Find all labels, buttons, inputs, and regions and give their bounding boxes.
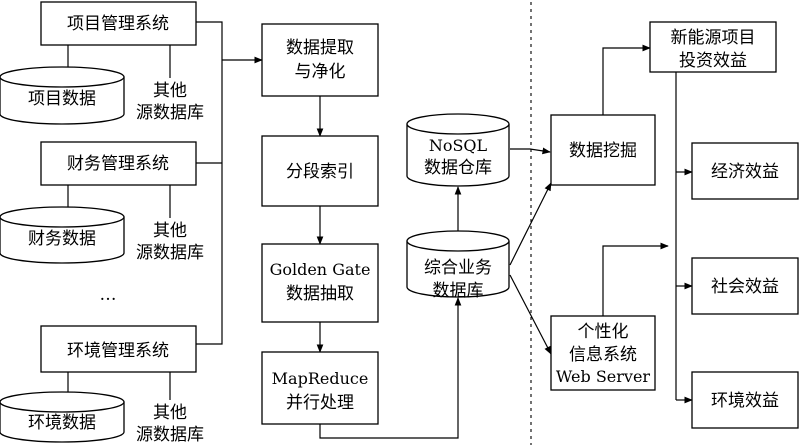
node-fin-other: 其他 源数据库 [136,221,204,263]
node-env-data-label: 环境数据 [28,413,96,433]
node-mapreduce-line1: MapReduce [272,369,369,388]
node-fin-system-label: 财务管理系统 [67,154,169,174]
edge-bizdb-to-personal [509,274,552,355]
node-golden-line2: 数据抽取 [286,284,354,304]
node-invest-line2: 投资效益 [679,51,747,71]
edge-pm-to-bus [196,21,223,345]
node-econ-label: 经济效益 [711,162,779,182]
node-pm-other: 其他 源数据库 [136,81,204,123]
node-mapreduce-line2: 并行处理 [286,393,354,413]
node-bizdb-line1: 综合业务 [424,258,492,278]
node-invest-line1: 新能源项目 [671,28,756,48]
node-nosql-line2: 数据仓库 [424,158,492,178]
node-env-data: 环境数据 [0,391,125,443]
node-pm-other-line1: 其他 [153,81,187,101]
node-golden-gate: Golden Gate 数据抽取 [261,243,379,323]
node-mapreduce: MapReduce 并行处理 [261,351,379,425]
node-index: 分段索引 [261,135,379,207]
node-mining-label: 数据挖掘 [569,141,637,161]
node-pm-other-line2: 源数据库 [136,103,204,123]
node-personal-line1: 个性化 [578,322,629,342]
node-environ: 环境效益 [691,371,799,429]
node-env-system: 环境管理系统 [40,325,197,373]
node-social: 社会效益 [691,257,799,315]
node-extract-line1: 数据提取 [286,38,354,58]
node-personal: 个性化 信息系统 Web Server [550,315,656,391]
node-golden-line1: Golden Gate [270,260,371,279]
edge-personal-to-trunk [602,242,669,316]
node-social-label: 社会效益 [711,277,779,297]
node-fin-other-line2: 源数据库 [136,243,204,263]
node-fin-system: 财务管理系统 [40,141,197,186]
node-extract: 数据提取 与净化 [261,23,379,97]
node-nosql: NoSQL 数据仓库 [406,113,510,187]
node-env-other: 其他 源数据库 [136,403,204,445]
edge-mining-to-invest [602,44,651,115]
node-env-other-line1: 其他 [153,403,187,423]
edge-nosql-to-mining [510,147,551,155]
edge-mapreduce-to-bizdb [319,297,462,439]
node-fin-data: 财务数据 [0,206,125,264]
edge-bizdb-to-mining [509,182,552,266]
node-mining: 数据挖掘 [550,114,656,186]
node-extract-line2: 与净化 [295,62,346,82]
node-env-other-line2: 源数据库 [136,425,204,445]
node-bizdb-line2: 数据库 [433,281,484,301]
node-fin-other-line1: 其他 [153,221,187,241]
node-nosql-line1: NoSQL [429,136,488,155]
node-fin-data-label: 财务数据 [28,229,96,249]
node-index-label: 分段索引 [286,162,354,182]
node-environ-label: 环境效益 [711,391,779,411]
ellipsis-more-sources: … [100,285,117,305]
connectors [67,2,693,445]
node-econ: 经济效益 [691,142,799,200]
node-pm-system-label: 项目管理系统 [67,14,169,34]
node-invest: 新能源项目 投资效益 [649,21,777,73]
node-pm-data-label: 项目数据 [28,89,96,109]
node-pm-system: 项目管理系统 [40,1,197,46]
node-personal-line3: Web Server [556,367,651,386]
node-env-system-label: 环境管理系统 [67,341,169,361]
node-biz-db: 综合业务 数据库 [406,230,510,301]
node-pm-data: 项目数据 [0,66,125,125]
node-personal-line2: 信息系统 [569,345,637,365]
